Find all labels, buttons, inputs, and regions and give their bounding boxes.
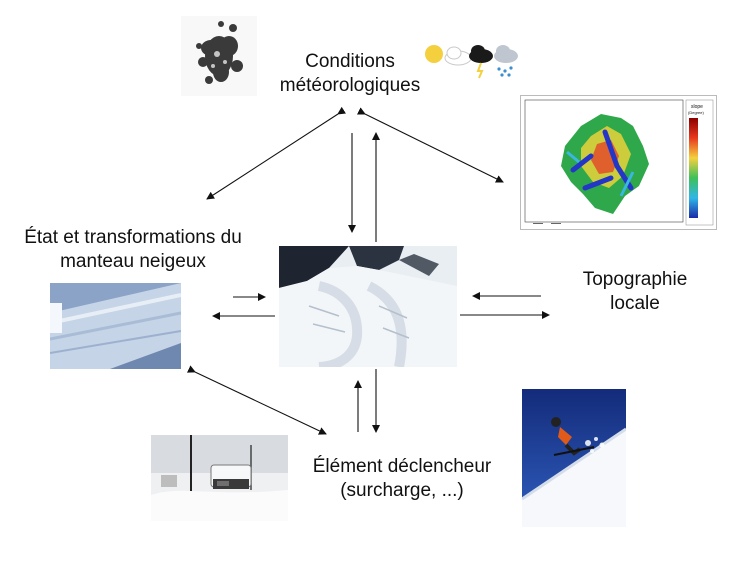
arrow-snowpack-trigger bbox=[186, 365, 327, 435]
snow-crystal-image bbox=[181, 16, 257, 96]
arrow-meteo-slope-map bbox=[356, 107, 504, 183]
skier-figure bbox=[551, 417, 595, 456]
snowpack-label-line1: État et transformations du bbox=[24, 227, 242, 248]
avalanche-photo bbox=[279, 246, 457, 367]
meteo-label: Conditions météorologiques bbox=[255, 50, 445, 98]
snowpack-photo bbox=[50, 283, 181, 369]
slope-map-image: slope (Degree) bbox=[520, 95, 717, 230]
arrow-meteo-snowpack bbox=[206, 106, 347, 200]
snowpack-label: État et transformations du manteau neige… bbox=[0, 226, 266, 274]
meteo-label-line2: météorologiques bbox=[279, 75, 421, 96]
topography-label-line1: Topographie bbox=[582, 269, 688, 290]
slope-legend-title: slope bbox=[691, 104, 703, 110]
snowed-vehicle-photo bbox=[151, 435, 288, 521]
snowpack-label-line2: manteau neigeux bbox=[60, 251, 206, 272]
topography-label-line2: locale bbox=[610, 293, 660, 314]
topography-label: Topographie locale bbox=[560, 268, 710, 316]
slope-legend-unit: (Degree) bbox=[688, 110, 704, 115]
meteo-label-line1: Conditions bbox=[305, 51, 395, 72]
trigger-label-line2: (surcharge, ...) bbox=[340, 480, 464, 501]
trigger-label: Élément déclencheur (surcharge, ...) bbox=[292, 455, 512, 503]
weather-icons bbox=[423, 40, 521, 80]
trigger-label-line1: Élément déclencheur bbox=[312, 456, 492, 477]
skier-photo bbox=[522, 389, 626, 527]
